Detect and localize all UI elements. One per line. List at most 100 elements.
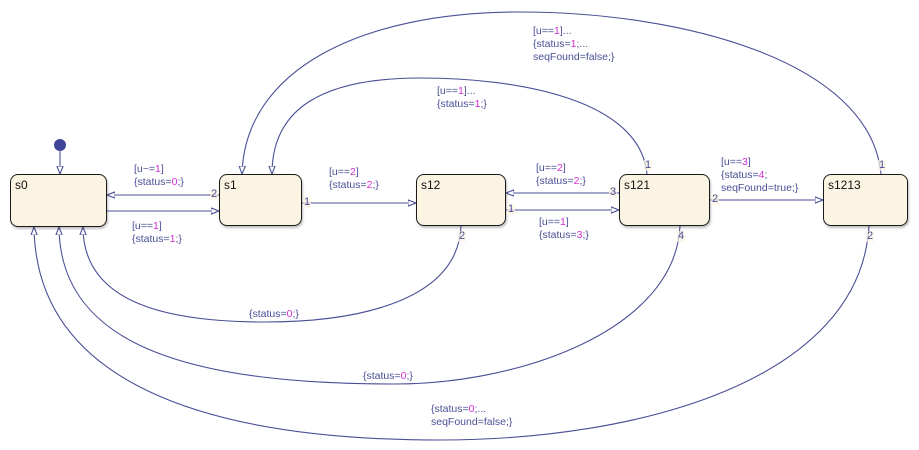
label-t_s1_s12[interactable]: [u==2]{status=2;} [329,166,379,192]
label-number: 3 [742,156,748,168]
label-number: 2 [573,175,580,187]
label-text: [u== [132,220,154,232]
label-t_s12_s0[interactable]: {status=0;} [249,308,299,321]
label-line: [u==1] [132,220,182,233]
label-number: 1 [474,98,481,110]
label-number: 1 [554,25,560,37]
label-number: 3 [576,229,583,241]
label-text: {status= [249,308,287,320]
label-line: seqFound=false;} [533,51,614,64]
label-line: {status=1;} [437,98,487,111]
label-t_s1_s0[interactable]: [u~=1]{status=0;} [134,163,184,189]
label-text: seqFound=false;} [431,416,513,428]
order-t_s1_s0: 2 [210,188,219,200]
label-t_s1213_s1[interactable]: [u==1]...{status=1;...seqFound=false;} [533,25,614,64]
label-number: 2 [366,179,373,191]
label-text: [u== [437,85,459,97]
order-t_s12_s121: 1 [507,203,516,215]
label-text: {status= [134,176,172,188]
order-t_s121_s12: 3 [609,186,618,198]
label-text: [u== [533,25,555,37]
label-t_s1213_s0[interactable]: {status=0;...seqFound=false;} [431,403,512,429]
label-text: [u~= [134,163,156,175]
label-text: ;... [474,403,487,415]
state-s12[interactable]: s12 [416,174,506,226]
label-text: ] [158,220,162,232]
state-s1[interactable]: s1 [219,174,302,226]
label-text: {status= [539,229,577,241]
order-t_s121_s0: 4 [677,230,686,242]
label-line: {status=0;... [431,403,512,416]
state-name: s1213 [828,178,861,192]
label-line: {status=2;} [329,179,379,192]
label-text: seqFound=true;} [721,182,799,194]
state-s121[interactable]: s121 [619,174,710,226]
label-number: 2 [557,162,563,174]
label-t_s0_s1[interactable]: [u==1]{status=1;} [132,220,182,246]
label-t_s121_s0[interactable]: {status=0;} [363,370,413,383]
label-line: [u==1]... [437,85,487,98]
label-text: [u== [539,216,561,228]
label-number: 1 [155,163,161,175]
label-text: ;} [480,98,487,110]
label-number: 0 [171,176,178,188]
default-transition-dot[interactable] [54,139,66,151]
label-line: {status=0;} [249,308,299,321]
label-number: 1 [560,216,566,228]
label-text: {status= [329,179,367,191]
label-t_s121_s1213[interactable]: [u==3]{status=4;seqFound=true;} [721,156,798,195]
label-line: {status=2;} [536,175,586,188]
label-text: {status= [536,175,574,187]
label-text: ;} [582,229,589,241]
label-t_s121_s12[interactable]: [u==2]{status=2;} [536,162,586,188]
label-text: seqFound=false;} [533,51,615,63]
wire-t_s1213_s1[interactable] [242,11,882,174]
state-name: s12 [421,178,441,192]
label-number: 1 [458,85,464,97]
order-t_s1213_s0: 2 [866,230,875,242]
wire-t_s121_s0[interactable] [59,225,681,385]
label-text: ] [160,163,164,175]
label-number: 1 [153,220,159,232]
state-s1213[interactable]: s1213 [823,174,908,226]
label-text: {status= [132,233,170,245]
state-s0[interactable]: s0 [10,174,107,227]
label-line: seqFound=true;} [721,182,798,195]
label-number: 0 [468,403,475,415]
label-text: ]... [559,25,572,37]
label-line: {status=0;} [134,176,184,189]
label-text: ; [764,169,768,181]
label-line: seqFound=false;} [431,416,512,429]
label-text: {status= [363,370,401,382]
label-line: {status=3;} [539,229,589,242]
label-number: 4 [758,169,765,181]
label-text: ;} [292,308,299,320]
label-line: {status=0;} [363,370,413,383]
wire-t_s12_s0[interactable] [83,225,462,323]
label-line: [u==2] [536,162,586,175]
state-name: s1 [224,178,237,192]
label-line: [u==2] [329,166,379,179]
label-text: {status= [431,403,469,415]
order-t_s1_s12: 1 [303,196,312,208]
label-text: ;} [579,175,586,187]
order-t_s121_s1213: 2 [711,193,720,205]
label-text: {status= [437,98,475,110]
wire-t_s1213_s0[interactable] [34,225,870,441]
label-number: 2 [350,166,356,178]
label-text: ] [562,162,566,174]
wire-t_s121_s1[interactable] [272,77,648,174]
order-t_s121_s1: 1 [644,159,653,171]
label-t_s121_s1[interactable]: [u==1]...{status=1;} [437,85,487,111]
label-text: [u== [329,166,351,178]
label-text: ;... [576,38,589,50]
label-text: {status= [721,169,759,181]
state-name: s0 [15,178,28,192]
label-t_s12_s121[interactable]: [u==1]{status=3;} [539,216,589,242]
label-line: {status=1;} [132,233,182,246]
label-line: [u==3] [721,156,798,169]
label-text: [u== [721,156,743,168]
label-number: 1 [169,233,176,245]
